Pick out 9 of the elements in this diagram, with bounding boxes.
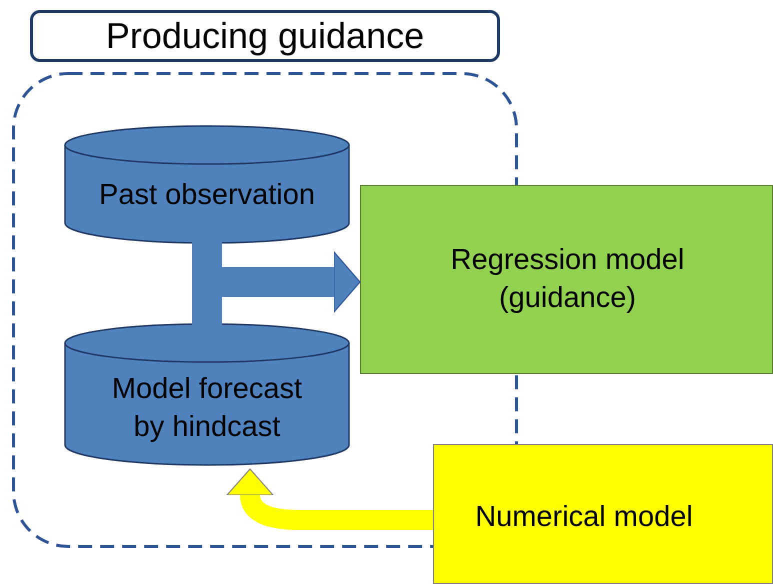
node-label: Model forecast by hindcast bbox=[110, 372, 304, 445]
process-box bbox=[433, 444, 773, 584]
group-title: Producing guidance bbox=[30, 10, 500, 62]
node-label: Regression model (guidance) bbox=[450, 243, 686, 316]
node-label: Numerical model bbox=[474, 500, 694, 535]
node-label: Past observation bbox=[98, 178, 316, 213]
block-arrow bbox=[192, 252, 360, 327]
process-box bbox=[360, 185, 773, 374]
block-arrow bbox=[226, 468, 433, 530]
